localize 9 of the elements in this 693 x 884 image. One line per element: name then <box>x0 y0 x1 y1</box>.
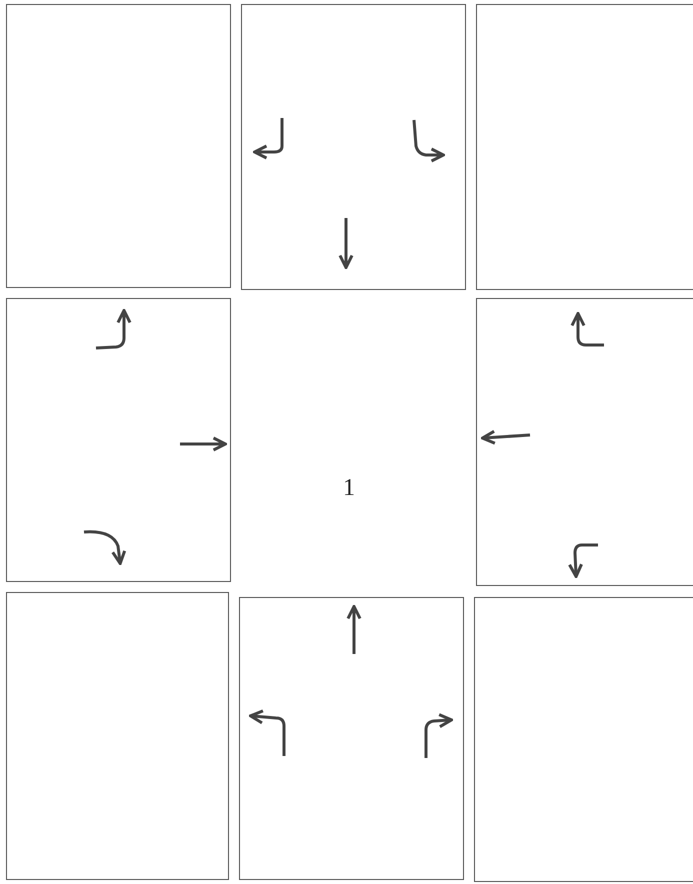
empty-box <box>6 592 229 880</box>
empty-box <box>6 298 231 582</box>
empty-box <box>239 597 464 880</box>
empty-box <box>241 4 466 290</box>
empty-box <box>6 4 231 288</box>
empty-box <box>476 4 693 290</box>
empty-box <box>476 298 693 586</box>
number-label: 1 <box>343 475 355 502</box>
empty-box <box>474 597 693 882</box>
